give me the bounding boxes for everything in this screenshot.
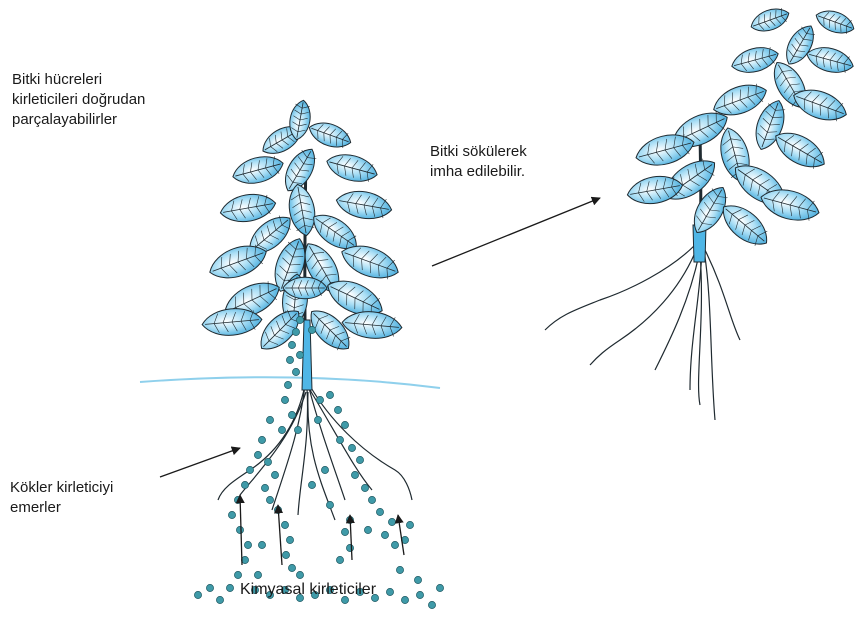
contaminant-dot bbox=[308, 481, 315, 488]
contaminant-dot bbox=[348, 444, 355, 451]
label-removal-line-1: Bitki sökülerek bbox=[430, 142, 527, 162]
contaminant-dot bbox=[336, 436, 343, 443]
contaminant-dot bbox=[278, 426, 285, 433]
leaf bbox=[306, 117, 355, 152]
contaminant-dot bbox=[346, 544, 353, 551]
label-roots-line-2: emerler bbox=[10, 498, 113, 518]
contaminant-dot bbox=[281, 521, 288, 528]
contaminant-dot bbox=[414, 576, 421, 583]
contaminant-dot bbox=[206, 584, 213, 591]
contaminant-dot bbox=[321, 466, 328, 473]
contaminant-dot bbox=[416, 591, 423, 598]
absorption-arrows bbox=[240, 495, 404, 565]
contaminant-dot bbox=[294, 426, 301, 433]
up-arrow-4 bbox=[398, 515, 404, 555]
contaminant-dot bbox=[314, 416, 321, 423]
contaminant-dot bbox=[292, 328, 299, 335]
contaminant-dot bbox=[216, 596, 223, 603]
leaf bbox=[729, 43, 781, 78]
left-plant-roots bbox=[218, 385, 412, 520]
label-removal-line-2: imha edilebilir. bbox=[430, 162, 527, 182]
right-plant-roots bbox=[545, 245, 740, 420]
label-roots-absorb: Kökler kirleticiyi emerler bbox=[10, 478, 113, 518]
contaminant-dot bbox=[236, 526, 243, 533]
contaminant-dot bbox=[226, 584, 233, 591]
contaminant-dot bbox=[241, 481, 248, 488]
leaf bbox=[324, 149, 381, 186]
label-roots-line-1: Kökler kirleticiyi bbox=[10, 478, 113, 498]
contaminant-dot bbox=[284, 381, 291, 388]
leaf bbox=[804, 43, 856, 78]
contaminant-dot bbox=[388, 518, 395, 525]
contaminant-dot bbox=[364, 526, 371, 533]
contaminant-dot bbox=[326, 391, 333, 398]
contaminant-dot bbox=[194, 591, 201, 598]
label-cells-line-2: kirleticileri doğrudan bbox=[12, 90, 145, 110]
contaminant-dot bbox=[336, 556, 343, 563]
contaminant-dot bbox=[386, 588, 393, 595]
contaminant-dot bbox=[368, 496, 375, 503]
leaf bbox=[334, 187, 394, 223]
contaminant-dot bbox=[271, 471, 278, 478]
contaminant-dot bbox=[288, 341, 295, 348]
contaminant-dot bbox=[428, 601, 435, 608]
contaminant-dot bbox=[282, 551, 289, 558]
contaminant-dot bbox=[244, 541, 251, 548]
contaminant-dot bbox=[341, 528, 348, 535]
contaminant-dot bbox=[258, 436, 265, 443]
contaminant-dot bbox=[288, 564, 295, 571]
contaminant-dot bbox=[288, 411, 295, 418]
contaminant-dot bbox=[361, 484, 368, 491]
contaminant-dot bbox=[264, 458, 271, 465]
contaminant-dot bbox=[401, 596, 408, 603]
up-arrow-2 bbox=[278, 505, 282, 565]
contaminant-dot bbox=[436, 584, 443, 591]
label-chemical-contaminants: Kimyasal kirleticiler bbox=[240, 580, 376, 600]
leaf bbox=[230, 151, 287, 188]
contaminant-dot bbox=[286, 356, 293, 363]
contaminant-dot bbox=[258, 541, 265, 548]
leaf bbox=[341, 309, 403, 341]
contaminant-dot bbox=[391, 541, 398, 548]
leaf bbox=[748, 4, 792, 36]
contaminant-dot bbox=[254, 451, 261, 458]
contaminant-dot bbox=[261, 484, 268, 491]
contaminant-dot bbox=[356, 456, 363, 463]
contaminant-dot bbox=[266, 416, 273, 423]
roots-pointer-arrow bbox=[160, 448, 240, 477]
contaminant-dot bbox=[228, 511, 235, 518]
contaminant-dot bbox=[316, 396, 323, 403]
label-cells-line-1: Bitki hücreleri bbox=[12, 70, 145, 90]
contaminant-dot bbox=[381, 531, 388, 538]
label-cells-break-down: Bitki hücreleri kirleticileri doğrudan p… bbox=[12, 70, 145, 130]
contaminant-dot bbox=[334, 406, 341, 413]
contaminant-dot bbox=[351, 471, 358, 478]
contaminant-dot bbox=[341, 421, 348, 428]
contaminant-dot bbox=[246, 466, 253, 473]
contaminant-dot bbox=[292, 368, 299, 375]
contaminant-dot bbox=[296, 316, 303, 323]
removal-arrow bbox=[432, 198, 600, 266]
contaminant-dot bbox=[254, 571, 261, 578]
contaminant-dot bbox=[296, 351, 303, 358]
leaf bbox=[813, 6, 857, 38]
contaminant-particles bbox=[194, 316, 443, 608]
label-plant-removal: Bitki sökülerek imha edilebilir. bbox=[430, 142, 527, 182]
contaminant-dot bbox=[266, 496, 273, 503]
contaminant-dot bbox=[396, 566, 403, 573]
contaminant-dot bbox=[308, 326, 315, 333]
contaminant-dot bbox=[286, 536, 293, 543]
right-plant-leaves bbox=[625, 4, 857, 253]
contaminant-dot bbox=[281, 396, 288, 403]
contaminant-dot bbox=[326, 501, 333, 508]
contaminant-dot bbox=[234, 571, 241, 578]
contaminant-dot bbox=[376, 508, 383, 515]
contaminant-dot bbox=[406, 521, 413, 528]
label-cells-line-3: parçalayabilirler bbox=[12, 110, 145, 130]
contaminant-dot bbox=[296, 571, 303, 578]
